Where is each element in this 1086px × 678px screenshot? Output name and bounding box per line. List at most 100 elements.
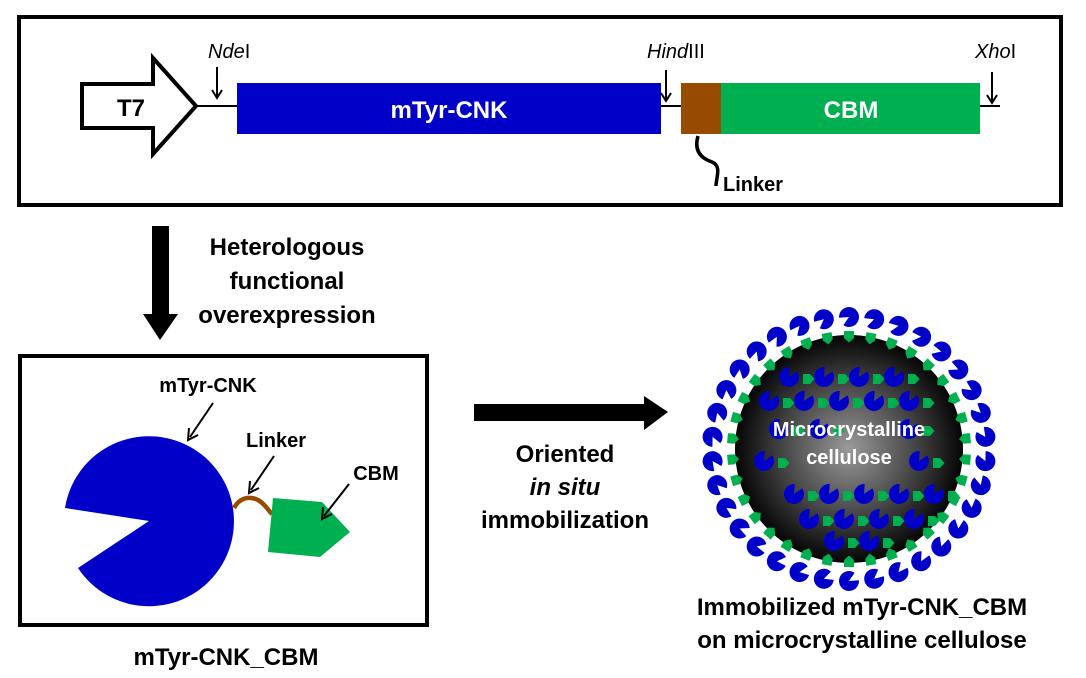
pointer-arrow-icon xyxy=(189,402,214,438)
enzyme-pacman-icon xyxy=(766,326,787,347)
enzyme-pacman-icon xyxy=(884,367,905,387)
cbm-domain-icon xyxy=(818,398,830,408)
enzyme-pacman-icon xyxy=(904,509,924,529)
cbm-gene-label: CBM xyxy=(824,97,879,124)
enzyme-pacman-icon xyxy=(961,380,982,401)
down-arrow-icon xyxy=(152,226,169,316)
cbm-domain-icon xyxy=(933,458,945,468)
arrowhead-icon xyxy=(211,89,223,100)
cbm-domain-icon xyxy=(955,474,968,487)
enzyme-pacman-icon xyxy=(834,509,855,529)
cbm-domain-icon xyxy=(865,332,877,345)
enzyme-pacman-icon xyxy=(869,509,890,529)
enzyme-pacman-icon xyxy=(888,562,909,583)
cbm-domain-icon xyxy=(873,374,885,384)
cbm-gene-box xyxy=(721,83,980,134)
enzyme-pacman-icon xyxy=(948,359,969,380)
pointer-arrow-icon xyxy=(323,483,350,517)
cbm-domain-icon xyxy=(937,373,950,387)
enzyme-pacman-icon xyxy=(864,309,885,330)
cellulose-particle: Microcrystalline cellulose Immobilized m… xyxy=(697,307,1027,654)
cbm-domain-icon xyxy=(793,426,805,436)
enzyme-pacman-icon xyxy=(746,536,767,557)
enzyme-pacman-icon xyxy=(754,450,774,471)
enzyme-pacman-icon xyxy=(924,484,944,504)
enzyme-pacman-icon xyxy=(794,390,815,411)
linker-gene-label: Linker xyxy=(723,174,783,196)
cbm-domain-icon xyxy=(748,373,761,387)
cbm-domain-icon xyxy=(885,548,898,561)
t7-label: T7 xyxy=(117,95,145,122)
enzyme-pacman-icon xyxy=(911,551,932,572)
cbm-domain-icon xyxy=(730,411,743,424)
construct-panel: T7 mTyr-CNK CBM NdeI HindIII XhoI Linker xyxy=(17,15,1063,207)
cbm-domain-icon xyxy=(885,337,898,350)
linker-label: Linker xyxy=(246,430,306,452)
cbm-domain-icon xyxy=(833,426,845,436)
enzyme-pacman-icon xyxy=(909,450,929,471)
cbm-domain-icon xyxy=(893,516,905,526)
cbm-domain-icon xyxy=(268,498,350,557)
step1: Heterologous functional overexpression xyxy=(143,226,376,340)
site-hindiii: HindIII xyxy=(647,41,705,103)
enzyme-pacman-icon xyxy=(849,367,869,387)
enzyme-pacman-icon xyxy=(961,498,982,518)
enzyme-pacman-icon xyxy=(889,484,910,504)
enzyme-pacman-icon xyxy=(824,531,845,551)
cbm-domain-icon xyxy=(823,516,835,526)
cbm-domain-icon xyxy=(803,374,815,384)
arrowhead-icon xyxy=(986,94,998,105)
right-arrowhead-icon xyxy=(644,396,668,430)
cbm-domain-icon xyxy=(947,391,961,404)
cbm-domain-icon xyxy=(763,358,776,371)
enzyme-pacman-icon xyxy=(975,451,996,472)
enzyme-pacman-icon xyxy=(716,380,737,400)
pointer-arrow-icon xyxy=(250,455,275,491)
enzyme-pacman-icon xyxy=(854,484,874,504)
enzyme-pacman-icon xyxy=(759,390,780,411)
cbm-domain-icon xyxy=(821,332,833,345)
enzyme-gene-box xyxy=(237,83,661,134)
enzyme-pacman-icon xyxy=(899,390,919,411)
core-label-2: cellulose xyxy=(806,447,892,469)
cbm-domain-icon xyxy=(858,516,870,526)
enzyme-pacman-icon xyxy=(716,497,737,518)
enzyme-pacman-icon xyxy=(931,536,952,557)
cbm-domain-icon xyxy=(727,454,739,465)
site-hindiii-label: HindIII xyxy=(647,41,705,63)
right-arrow-icon xyxy=(474,404,646,421)
cbm-domain-icon xyxy=(730,474,743,487)
cbm-domain-icon xyxy=(865,553,877,566)
arrowhead-icon xyxy=(320,506,333,521)
enzyme-pacman-icon xyxy=(839,570,859,591)
enzyme-pacman-icon xyxy=(829,390,850,411)
step1-line-3: overexpression xyxy=(198,302,375,329)
linker-gene-box xyxy=(681,83,721,134)
enzyme-pacman-icon xyxy=(702,451,723,472)
enzyme-pacman-icon xyxy=(931,341,952,362)
step1-line-2: functional xyxy=(230,268,345,295)
cbm-domain-icon xyxy=(727,433,739,444)
enzyme-pacman-icon xyxy=(970,475,991,496)
cbm-domain-icon xyxy=(888,398,900,408)
cbm-domain-icon xyxy=(800,548,813,561)
protein-caption: mTyr-CNK_CBM xyxy=(134,644,319,671)
cbm-domain-icon xyxy=(928,516,940,526)
enzyme-pacman-icon xyxy=(707,402,728,423)
step2-line-3: immobilization xyxy=(481,507,649,534)
core-label-1: Microcrystalline xyxy=(773,419,925,441)
enzyme-gene-label: mTyr-CNK xyxy=(391,97,509,124)
enzyme-pacman-icon xyxy=(839,307,860,328)
enzyme-pacman-icon xyxy=(970,402,991,423)
site-xhoi-label: XhoI xyxy=(974,41,1016,63)
cbm-domain-icon xyxy=(780,346,793,359)
enzyme-pacman-icon xyxy=(975,426,996,447)
cbm-domain-icon xyxy=(937,511,950,525)
cbm-domain-icon xyxy=(955,411,968,424)
enzyme-pacman-icon xyxy=(864,390,885,411)
cbm-domain-icon xyxy=(808,491,820,501)
cbm-domain-icon xyxy=(763,527,776,540)
enzyme-pacman-icon xyxy=(784,484,805,504)
site-ndei-label: NdeI xyxy=(208,41,250,63)
